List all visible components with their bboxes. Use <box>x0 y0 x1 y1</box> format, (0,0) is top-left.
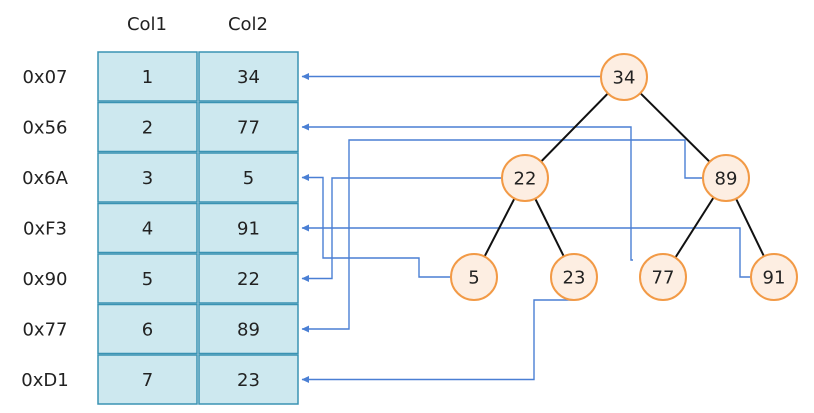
tree-node-label: 34 <box>613 68 636 89</box>
col1-value: 3 <box>142 168 153 189</box>
tree-node-circle <box>501 154 549 202</box>
table-cell-col1 <box>97 202 198 254</box>
pointer-line <box>301 174 451 278</box>
col1-value: 4 <box>142 219 153 240</box>
tree-node-circle <box>550 253 598 301</box>
col2-value: 77 <box>237 118 260 139</box>
col2-value: 34 <box>237 67 260 88</box>
row-address: 0x77 <box>22 320 67 341</box>
tree-node: 5 <box>450 253 498 301</box>
tree-node-label: 5 <box>468 268 479 289</box>
table: 0x07 1 34 0x56 2 77 0x6A 3 5 0xF3 4 91 0x90 5 22 0x77 6 8… <box>21 51 299 405</box>
tree-node: 23 <box>550 253 598 301</box>
row-address: 0xF3 <box>23 219 67 240</box>
table-cell-col2 <box>198 101 299 153</box>
col2-value: 23 <box>237 370 260 391</box>
table-cell-col2 <box>198 354 299 405</box>
row-address: 0xD1 <box>21 370 68 391</box>
tree-node-circle <box>600 53 648 101</box>
tree-node: 91 <box>750 253 798 301</box>
col1-value: 2 <box>142 118 153 139</box>
row-address: 0x07 <box>22 67 67 88</box>
tree-node-circle <box>702 154 750 202</box>
tree-node: 89 <box>702 154 750 202</box>
tree-node-circle <box>750 253 798 301</box>
tree-node-label: 89 <box>715 169 738 190</box>
table-cell-col1 <box>97 253 198 304</box>
tree-nodes: 34 22 89 5 23 77 91 <box>450 53 798 301</box>
col1-value: 5 <box>142 269 153 290</box>
col1-value: 6 <box>142 320 153 341</box>
col2-value: 89 <box>237 320 260 341</box>
table-cell-col1 <box>97 354 198 405</box>
tree-node-label: 91 <box>763 268 786 289</box>
table-cell-col1 <box>97 303 198 355</box>
pointer-line <box>301 123 633 261</box>
tree-node-label: 22 <box>514 169 537 190</box>
tree-node: 22 <box>501 154 549 202</box>
col2-value: 91 <box>237 219 260 240</box>
table-cell-col1 <box>97 51 198 102</box>
col1-value: 1 <box>142 67 153 88</box>
col2-value: 5 <box>243 168 254 189</box>
pointer-line <box>301 299 574 383</box>
col1-value: 7 <box>142 370 153 391</box>
pointer-line <box>301 139 703 333</box>
tree-node: 77 <box>639 253 687 301</box>
tree-node-circle <box>639 253 687 301</box>
tree-node-label: 77 <box>652 268 675 289</box>
table-cell-col2 <box>198 303 299 355</box>
col2-value: 22 <box>237 269 260 290</box>
table-cell-col2 <box>198 253 299 304</box>
tree-node-circle <box>450 253 498 301</box>
tree-node-label: 23 <box>563 268 586 289</box>
col2-header: Col2 <box>228 14 268 35</box>
table-cell-col2 <box>198 202 299 254</box>
tree-node: 34 <box>600 53 648 101</box>
row-address: 0x90 <box>22 269 67 290</box>
pointer-lines <box>301 73 751 383</box>
row-address: 0x56 <box>22 118 67 139</box>
table-cell-col2 <box>198 152 299 203</box>
table-cell-col2 <box>198 51 299 102</box>
col1-header: Col1 <box>127 14 167 35</box>
table-cell-col1 <box>97 152 198 203</box>
row-address: 0x6A <box>22 168 69 189</box>
pointer-line <box>301 224 751 278</box>
table-cell-col1 <box>97 101 198 153</box>
